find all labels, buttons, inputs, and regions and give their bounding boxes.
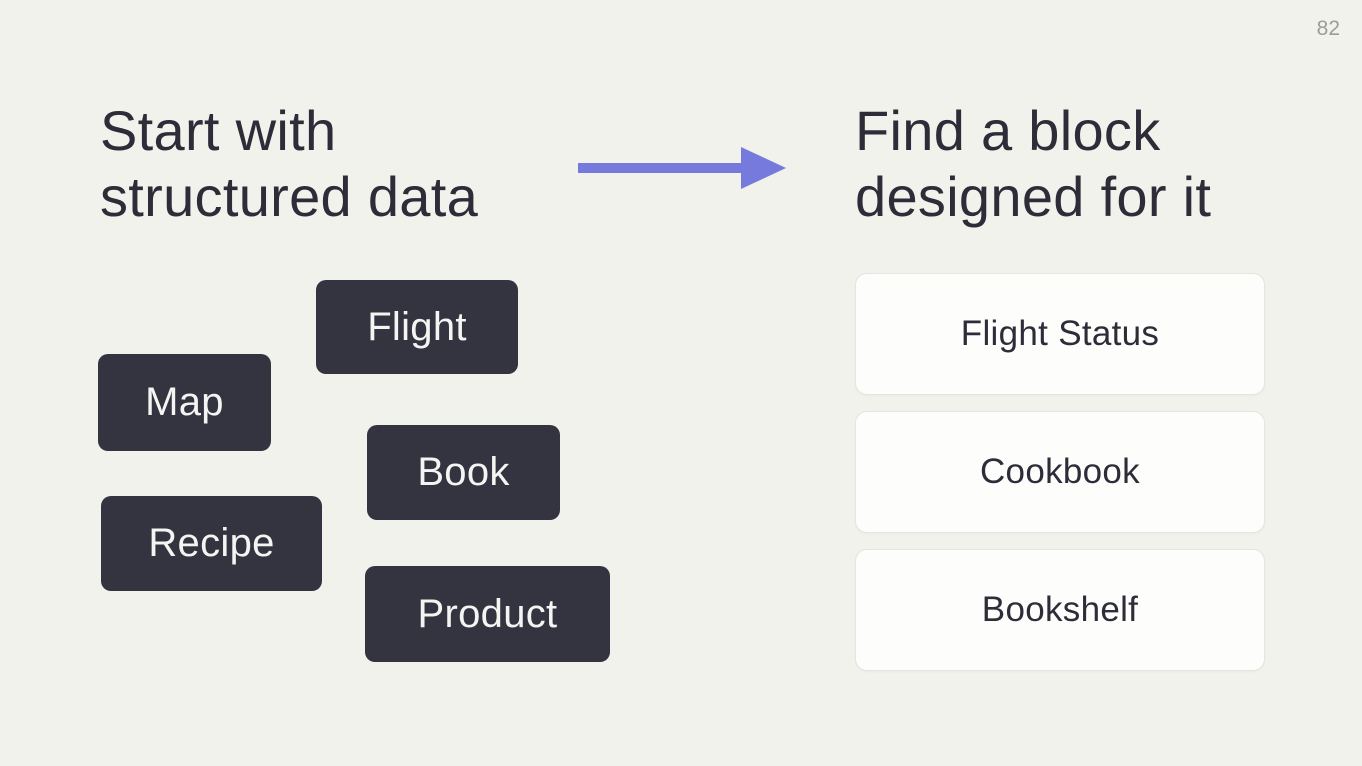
right-heading: Find a block designed for it <box>855 99 1212 228</box>
tag-product: Product <box>365 566 610 662</box>
tag-flight: Flight <box>316 280 518 374</box>
tag-label: Recipe <box>148 521 275 565</box>
tag-map: Map <box>98 354 271 451</box>
page-number: 82 <box>1316 17 1340 40</box>
tag-book: Book <box>367 425 560 520</box>
tag-label: Map <box>145 380 224 424</box>
tag-recipe: Recipe <box>101 496 322 591</box>
card-label: Bookshelf <box>981 590 1139 629</box>
tag-label: Product <box>417 591 558 636</box>
card-cookbook: Cookbook <box>855 411 1265 533</box>
card-bookshelf: Bookshelf <box>855 549 1265 671</box>
left-heading: Start with structured data <box>100 99 479 228</box>
tag-label: Flight <box>367 304 467 349</box>
card-flight-status: Flight Status <box>855 273 1265 395</box>
tag-label: Book <box>417 450 510 494</box>
card-label: Cookbook <box>979 452 1140 491</box>
arrow-right-icon <box>578 147 786 189</box>
card-label: Flight Status <box>960 314 1160 353</box>
